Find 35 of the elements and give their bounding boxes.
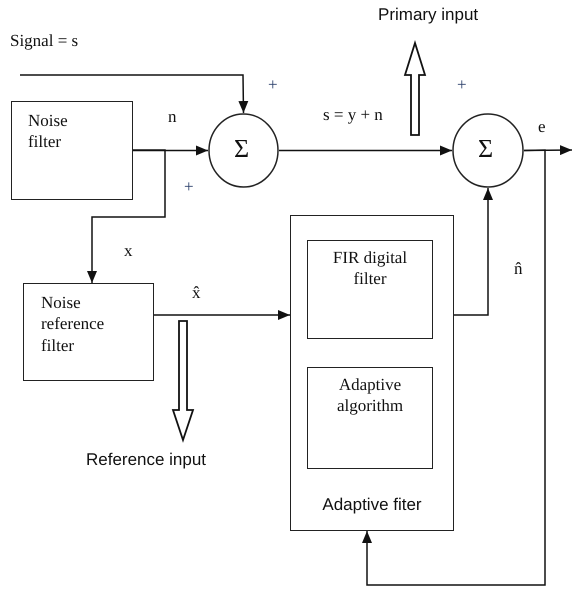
summing-junction	[452, 113, 524, 188]
process-box	[307, 240, 433, 339]
input-label: Reference input	[86, 450, 236, 474]
group-title: Adaptive fiter	[321, 494, 423, 516]
edge-label: x	[124, 240, 132, 262]
box-label: Adaptive algorithm	[336, 374, 404, 416]
edge-label: n̂	[514, 258, 522, 280]
arrow	[133, 146, 208, 156]
arrow	[362, 149, 546, 586]
edge-label: x̂	[192, 282, 200, 304]
arrow	[154, 310, 290, 320]
box-label: FIR digital filter	[332, 247, 408, 290]
plus-sign: +	[268, 74, 278, 96]
signal-label: Signal = s	[10, 30, 78, 52]
edge-label: s = y + n	[323, 104, 383, 126]
process-box	[307, 367, 433, 469]
sigma-symbol: Σ	[234, 133, 250, 165]
input-label: Primary input	[378, 5, 508, 29]
hollow-arrow	[404, 40, 426, 136]
arrow	[87, 149, 166, 283]
hollow-arrow	[172, 320, 194, 443]
arrow	[454, 188, 493, 316]
adaptive-filter-box	[290, 215, 454, 531]
edge-label: n	[168, 106, 176, 128]
plus-sign: +	[184, 176, 194, 198]
sigma-symbol: Σ	[478, 133, 494, 165]
summing-junction	[208, 113, 279, 188]
process-box	[11, 101, 133, 200]
arrow	[279, 146, 452, 156]
box-label: Noise reference filter	[41, 292, 106, 356]
arrow	[20, 74, 248, 113]
process-box	[23, 283, 154, 381]
plus-sign: +	[457, 74, 467, 96]
box-label: Noise filter	[28, 110, 69, 152]
edge-label: e	[538, 116, 546, 138]
